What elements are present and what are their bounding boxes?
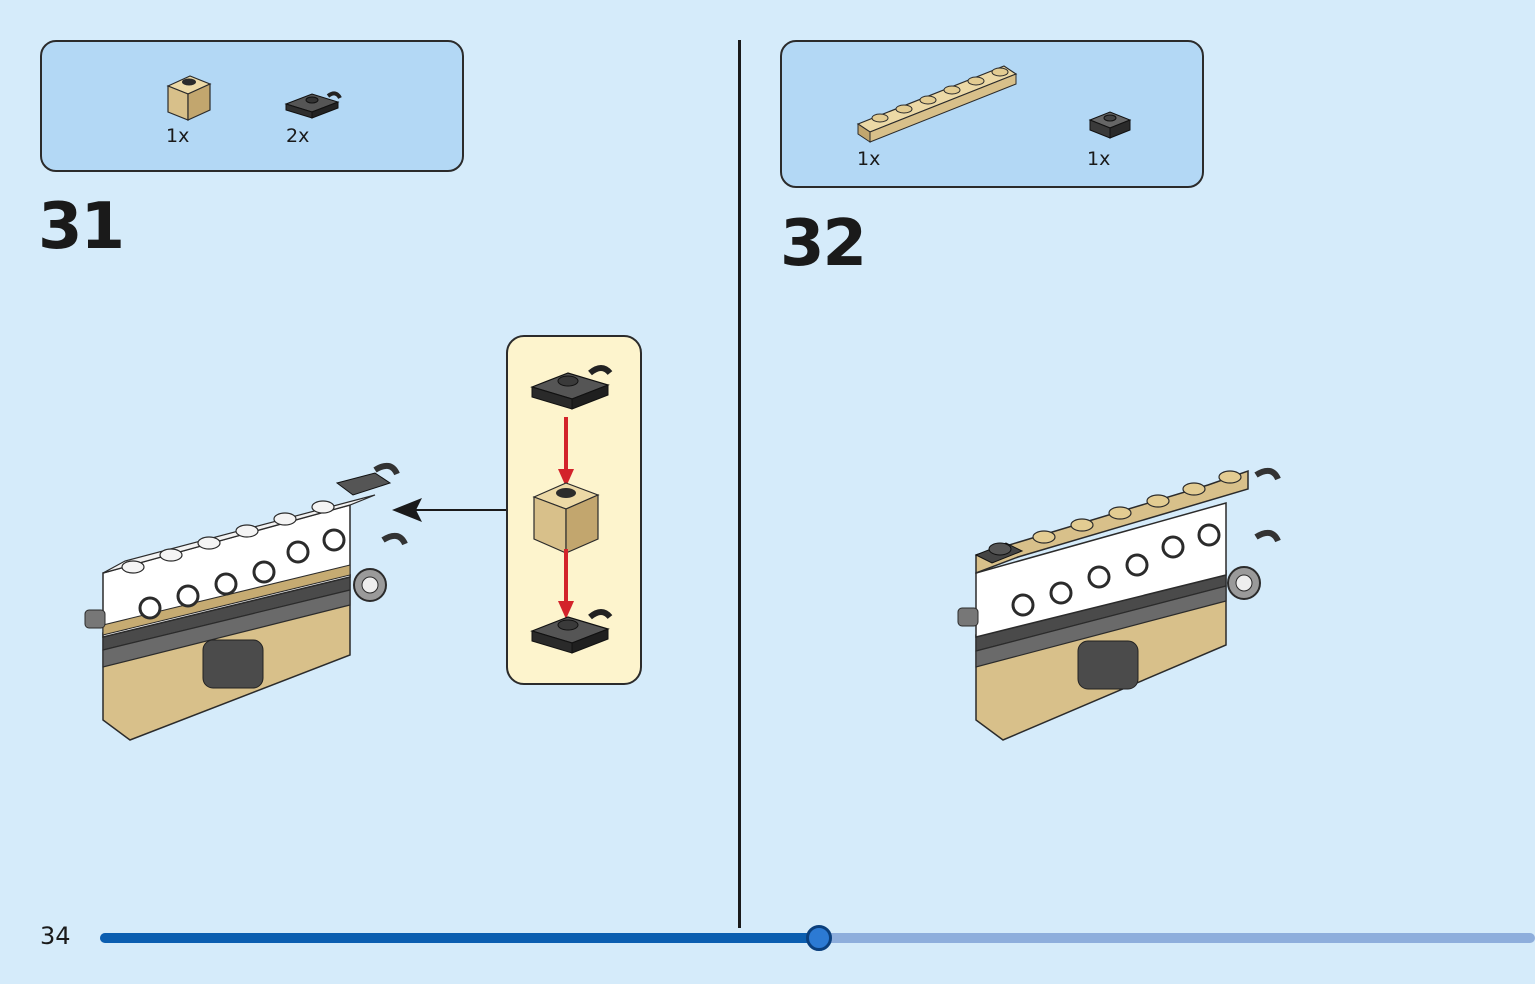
part-quantity: 1x — [857, 148, 881, 170]
dark-plate-1x1-icon — [1088, 111, 1132, 139]
tan-brick-1x1-icon — [532, 482, 600, 554]
dark-plate-clip-icon — [530, 609, 613, 654]
red-arrow-icon — [558, 417, 574, 487]
page-divider — [738, 40, 741, 928]
parts-box-step-32: 1x 1x — [780, 40, 1204, 188]
step-number: 32 — [780, 207, 867, 281]
red-arrow-icon — [558, 549, 574, 619]
assembly-illustration-step-31 — [84, 462, 408, 741]
progress-fill — [100, 933, 818, 943]
tan-brick-1x1-icon — [166, 75, 212, 121]
dark-plate-clip-icon — [530, 365, 613, 410]
part-quantity: 1x — [1087, 148, 1111, 170]
tan-plate-1x6-icon — [856, 65, 1018, 143]
dark-plate-clip-icon — [284, 91, 342, 119]
part-quantity: 2x — [286, 125, 310, 147]
sub-assembly-callout — [506, 335, 642, 685]
pointer-arrow — [392, 498, 506, 522]
step-number: 31 — [38, 190, 125, 264]
progress-indicator — [806, 925, 832, 951]
progress-bar — [100, 925, 1535, 951]
page-number: 34 — [40, 922, 71, 950]
part-quantity: 1x — [166, 125, 190, 147]
assembly-illustration-step-32 — [957, 467, 1281, 741]
parts-box-step-31: 1x 2x — [40, 40, 464, 172]
